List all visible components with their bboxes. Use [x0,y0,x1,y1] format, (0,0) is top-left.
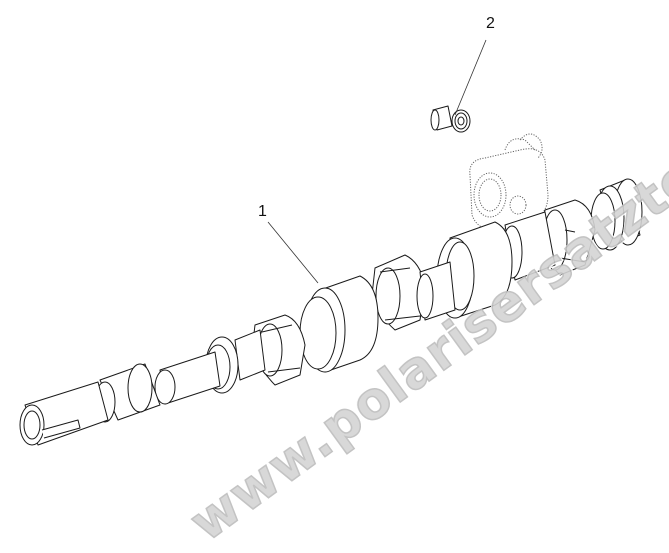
camshaft-drawing [19,39,643,446]
part-1-camshaft [19,178,643,446]
part-2-plug [430,105,471,133]
leader-line-1 [267,221,319,284]
parts-diagram: 1 2 www.polarisersatzteile.de [19,15,669,553]
callout-2: 2 [486,15,495,32]
callout-1: 1 [258,203,267,220]
leader-line-2 [454,39,487,116]
